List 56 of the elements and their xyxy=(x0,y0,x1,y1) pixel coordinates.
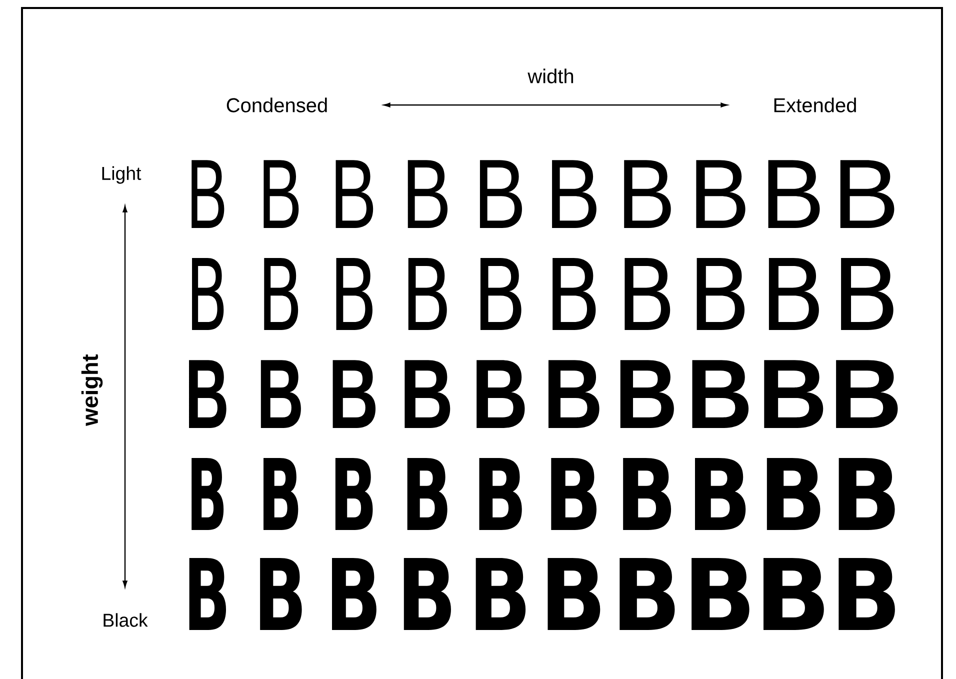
letter-specimen: B xyxy=(476,558,526,630)
letter-specimen: B xyxy=(264,458,298,530)
letter-specimen: B xyxy=(548,558,600,630)
letter-specimen: B xyxy=(192,160,224,228)
letter-specimen: B xyxy=(838,458,895,530)
letter-specimen: B xyxy=(764,360,824,428)
axis-label: weight xyxy=(81,354,103,426)
letter-specimen: B xyxy=(335,458,373,530)
letter-specimen: B xyxy=(838,558,895,630)
letter-specimen: B xyxy=(408,160,448,228)
letter-specimen: B xyxy=(692,360,749,428)
letter-specimen: B xyxy=(624,258,670,330)
letter-specimen: B xyxy=(840,160,894,228)
axis-label: Light xyxy=(102,166,142,184)
letter-specimen: B xyxy=(260,360,301,428)
letter-specimen: B xyxy=(192,258,224,330)
axis-label: Extended xyxy=(774,98,856,112)
axis-label: Black xyxy=(104,613,148,627)
letter-specimen: B xyxy=(836,360,898,428)
letter-specimen: B xyxy=(476,360,525,428)
letter-specimen: B xyxy=(189,360,226,428)
letter-specimen: B xyxy=(479,458,522,530)
axis-label: Condensed xyxy=(226,98,327,112)
letter-specimen: B xyxy=(264,160,299,228)
letter-specimen: B xyxy=(623,458,672,530)
letter-specimen: B xyxy=(620,558,675,630)
letter-specimen: B xyxy=(192,458,224,530)
letter-specimen: B xyxy=(332,558,376,630)
letter-specimen: B xyxy=(696,160,746,228)
letter-specimen: B xyxy=(332,360,376,428)
letter-specimen: B xyxy=(620,360,674,428)
letter-specimen: B xyxy=(768,258,819,330)
letter-specimen: B xyxy=(407,458,448,530)
letter-specimen: B xyxy=(404,360,450,428)
letter-specimen: B xyxy=(695,458,746,530)
letter-specimen: B xyxy=(408,258,447,330)
letter-specimen: B xyxy=(624,160,671,228)
letter-specimen: B xyxy=(404,558,451,630)
letter-specimen: B xyxy=(264,258,298,330)
letter-specimen: B xyxy=(841,258,894,330)
letter-specimen: B xyxy=(696,258,745,330)
letter-specimen: B xyxy=(768,160,820,228)
letter-specimen: B xyxy=(260,558,302,630)
letter-specimen: B xyxy=(552,258,596,330)
letter-specimen: B xyxy=(189,558,226,630)
letter-specimen: B xyxy=(480,258,522,330)
letter-specimen: B xyxy=(692,558,750,630)
letter-specimen: B xyxy=(336,258,372,330)
letter-specimen: B xyxy=(336,160,374,228)
letter-specimen: B xyxy=(480,160,522,228)
letter-specimen: B xyxy=(552,160,596,228)
letter-specimen: B xyxy=(764,558,824,630)
letter-specimen: B xyxy=(548,360,600,428)
letter-specimen: B xyxy=(551,458,596,530)
letter-specimen: B xyxy=(766,458,820,530)
axis-label: width xyxy=(528,68,574,84)
